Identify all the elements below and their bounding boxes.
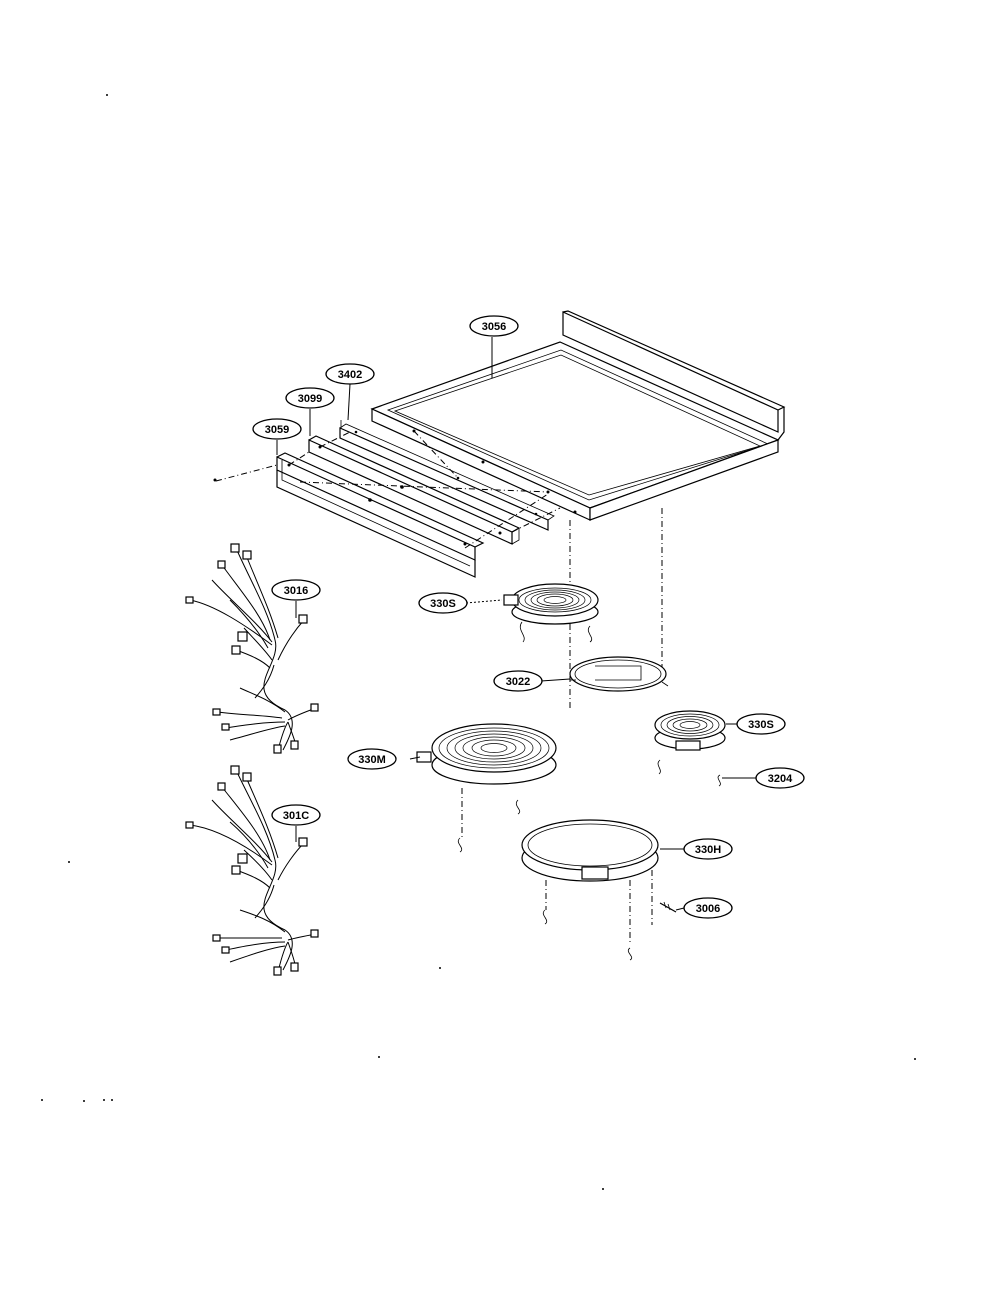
callout-3204: 3204 bbox=[755, 767, 805, 789]
callout-3402: 3402 bbox=[325, 363, 375, 385]
radiant-element-medium bbox=[416, 723, 557, 853]
callout-301C: 301C bbox=[271, 804, 321, 826]
callout-3099: 3099 bbox=[285, 387, 335, 409]
label-clip: 3204 bbox=[768, 773, 793, 785]
callout-330S-right: 330S bbox=[736, 713, 786, 735]
callout-330M: 330M bbox=[347, 748, 397, 770]
callout-3056: 3056 bbox=[469, 315, 519, 337]
leader-lines bbox=[276, 337, 756, 911]
callout-3022: 3022 bbox=[493, 670, 543, 692]
radiant-element-small-upper bbox=[503, 583, 599, 643]
label-harness-upper: 3016 bbox=[284, 585, 308, 597]
label-element-small-right: 330S bbox=[748, 719, 774, 731]
callout-3006: 3006 bbox=[683, 897, 733, 919]
screw bbox=[659, 901, 677, 913]
radiant-element-small-right bbox=[654, 710, 726, 787]
label-harness-lower: 301C bbox=[283, 810, 309, 822]
callout-3016: 3016 bbox=[271, 579, 321, 601]
wiring-harness-lower bbox=[185, 765, 319, 976]
label-bracket-mid: 3099 bbox=[298, 393, 322, 405]
wiring-harness-upper bbox=[185, 543, 319, 754]
label-element-medium: 330M bbox=[358, 754, 386, 766]
label-screw: 3006 bbox=[696, 903, 720, 915]
label-bracket-front: 3059 bbox=[265, 424, 289, 436]
callout-3059: 3059 bbox=[252, 418, 302, 440]
radiant-element-large bbox=[521, 819, 659, 961]
callout-330H: 330H bbox=[683, 838, 733, 860]
callout-330S-upper: 330S bbox=[418, 592, 468, 614]
label-element-large: 330H bbox=[695, 844, 721, 856]
label-bracket-rear: 3402 bbox=[338, 369, 362, 381]
cooktop-frame bbox=[370, 310, 786, 521]
label-support-ring: 3022 bbox=[506, 676, 530, 688]
label-element-small-top: 330S bbox=[430, 598, 456, 610]
label-cooktop-frame: 3056 bbox=[482, 321, 506, 333]
support-ring bbox=[569, 656, 669, 692]
scan-specks bbox=[41, 94, 916, 1190]
